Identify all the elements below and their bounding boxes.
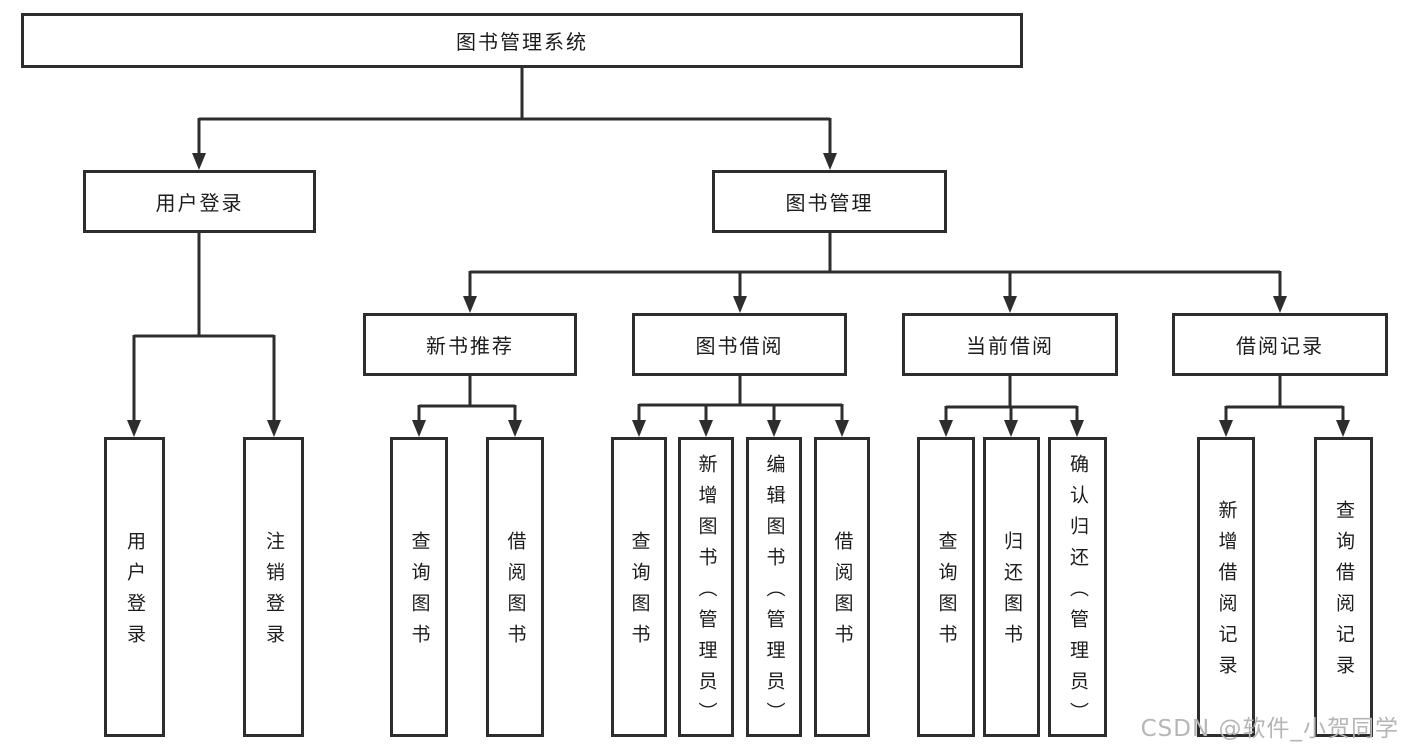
leaf-br-add-record: 新增借阅记录 [1197, 437, 1255, 737]
leaf-bb-edit-book-admin: 编辑图书（管理员） [746, 437, 802, 737]
leaf-cb-query-books: 查询图书 [917, 437, 975, 737]
watermark: CSDN @软件_小贺同学 [1140, 716, 1399, 742]
node-book-borrow: 图书借阅 [632, 313, 847, 376]
node-label: 查询图书 [935, 531, 958, 655]
leaf-bb-borrow-books: 借阅图书 [814, 437, 870, 737]
leaf-bb-query-books: 查询图书 [611, 437, 667, 737]
leaf-cb-confirm-return-admin: 确认归还（管理员） [1048, 437, 1107, 737]
node-user-login: 用户登录 [83, 170, 316, 233]
leaf-logout: 注销登录 [243, 437, 304, 737]
leaf-br-query-record: 查询借阅记录 [1314, 437, 1373, 737]
node-root: 图书管理系统 [21, 13, 1023, 68]
leaf-nbr-query-books: 查询图书 [390, 437, 448, 737]
node-label: 新增图书（管理员） [695, 453, 718, 733]
node-label: 新增借阅记录 [1215, 500, 1238, 686]
node-book-management: 图书管理 [712, 170, 947, 233]
node-label: 确认归还（管理员） [1067, 453, 1089, 733]
node-label: 借阅图书 [504, 531, 527, 655]
node-label: 用户登录 [124, 531, 146, 655]
node-label: 查询图书 [408, 531, 431, 655]
leaf-user-login: 用户登录 [104, 437, 165, 737]
node-label: 编辑图书（管理员） [763, 453, 786, 733]
node-label: 查询借阅记录 [1333, 500, 1355, 686]
node-label: 查询图书 [628, 531, 651, 655]
node-borrow-records: 借阅记录 [1172, 313, 1388, 376]
node-new-book-recommend: 新书推荐 [363, 313, 577, 376]
node-label: 归还图书 [1001, 531, 1023, 655]
node-current-borrow: 当前借阅 [902, 313, 1118, 376]
leaf-bb-add-book-admin: 新增图书（管理员） [678, 437, 734, 737]
node-label: 注销登录 [263, 531, 285, 655]
leaf-nbr-borrow-books: 借阅图书 [486, 437, 544, 737]
node-label: 借阅图书 [831, 531, 854, 655]
arrowheads [127, 153, 1350, 437]
leaf-cb-return-books: 归还图书 [983, 437, 1040, 737]
